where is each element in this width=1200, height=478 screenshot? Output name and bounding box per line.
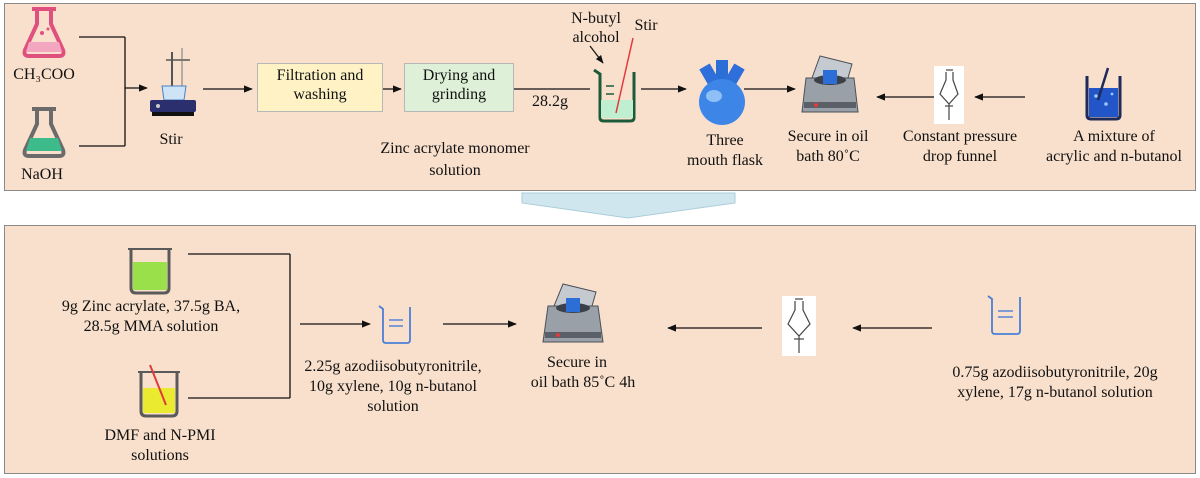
zinc-monomer-label-1: Zinc acrylate monomer	[380, 140, 530, 157]
naoh-label: NaOH	[21, 166, 63, 183]
dropping-funnel-icon	[934, 66, 964, 124]
zinc-solution-label-1: 9g Zinc acrylate, 37.5g BA,	[61, 298, 241, 315]
azo1-label-2: 10g xylene, 10g n-butanol	[309, 378, 477, 395]
three-neck-flask-icon	[699, 60, 745, 125]
dmf-label-2: solutions	[131, 447, 189, 464]
beaker-with-rod-icon	[593, 37, 636, 123]
flask-label-1: Three	[706, 132, 744, 149]
oil-bath-85-label-2: oil bath 85˚C 4h	[530, 374, 636, 391]
oil-bath-label-1: Secure in oil	[787, 128, 869, 145]
butyl-alcohol-label-1: N-butyl	[571, 10, 621, 27]
empty-beaker-icon	[987, 295, 1021, 335]
dmf-label-1: DMF and N-PMI	[104, 427, 216, 444]
mixture-label-2: acrylic and n-butanol	[1046, 148, 1182, 165]
filtration-line2: washing	[293, 86, 347, 103]
stir-plate-icon	[150, 48, 196, 116]
oil-bath-icon	[801, 55, 859, 113]
filtration-washing-box: Filtration and washing	[257, 63, 383, 112]
flask-label-2: mouth flask	[687, 152, 763, 169]
azo2-label-1: 0.75g azodiisobutyronitrile, 20g	[952, 364, 1158, 381]
transition-chevron	[521, 192, 736, 219]
stir-label: Stir	[159, 131, 183, 148]
bottom-panel	[4, 225, 1196, 474]
funnel-label-1: Constant pressure	[902, 128, 1018, 145]
drying-grinding-box: Drying and grinding	[404, 63, 514, 112]
azo2-label-2: xylene, 17g n-butanol solution	[957, 384, 1153, 401]
oil-bath-85-label-1: Secure in	[547, 354, 607, 371]
merge-connector	[188, 253, 291, 399]
mass-label: 28.2g	[532, 93, 568, 110]
beaker-with-rod-icon	[138, 364, 180, 418]
erlenmeyer-flask-icon	[22, 107, 66, 158]
drying-line1: Drying and	[422, 67, 496, 84]
oil-bath-icon	[542, 283, 604, 343]
oil-bath-label-2: bath 80˚C	[796, 148, 860, 165]
azo1-label-3: solution	[367, 398, 419, 415]
beaker-icon	[128, 248, 172, 295]
filtration-line1: Filtration and	[276, 67, 364, 84]
azo1-label-1: 2.25g azodiisobutyronitrile,	[304, 358, 482, 375]
butyl-alcohol-label-2: alcohol	[572, 29, 620, 46]
drying-line2: grinding	[431, 86, 487, 103]
arrow	[589, 45, 604, 64]
stir-label-2: Stir	[634, 17, 658, 34]
funnel-label-2: drop funnel	[922, 148, 998, 165]
zinc-monomer-label-2: solution	[429, 162, 481, 179]
zinc-solution-label-2: 28.5g MMA solution	[83, 318, 219, 335]
beaker-icon	[1085, 67, 1122, 121]
merge-connector	[79, 36, 148, 147]
empty-beaker-icon	[378, 305, 411, 344]
dropping-funnel-icon	[782, 296, 816, 356]
erlenmeyer-flask-icon	[22, 7, 66, 58]
ch3coo-label: CH₃COO	[13, 66, 75, 83]
mixture-label-1: A mixture of	[1073, 128, 1155, 145]
